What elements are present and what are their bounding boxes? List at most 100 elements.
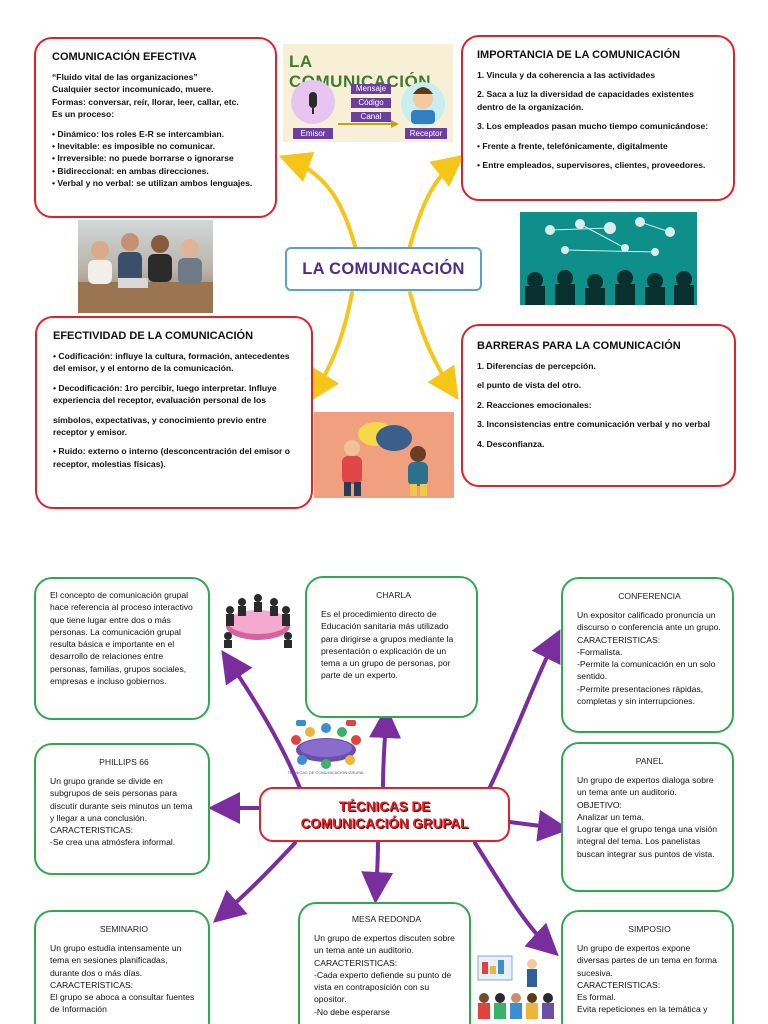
banner-label-receptor: Receptor [409,129,443,138]
charla-title: CHARLA [376,590,411,600]
simposio-line-1: Un grupo de expertos expone diversas par… [577,943,717,978]
concepto-text: El concepto de comunicación grupal hace … [50,590,193,687]
seminario-box: SEMINARIO Un grupo estudia intensamente … [34,910,210,1024]
banner-label-mensaje: Mensaje [355,84,387,93]
conferencia-title: CONFERENCIA [618,591,681,601]
conferencia-line-2: CARACTERISTICAS: [577,634,661,645]
importancia-title: IMPORTANCIA DE LA COMUNICACIÓN [477,49,681,61]
barreras-box: BARRERAS PARA LA COMUNICACIÓN 1. Diferen… [461,324,736,487]
banner-label-emisor: Emisor [300,129,326,138]
mesa-line-1: Un grupo de expertos discuten sobre un t… [314,933,455,956]
banner-label-canal: Canal [360,112,382,121]
seminario-line-2: CARACTERISTICAS: [50,979,134,990]
arrow-to-charla [369,706,402,788]
mesa-line-2: CARACTERISTICAS: [314,957,398,968]
banner-label-codigo: Código [358,98,384,107]
simposio-box: SIMPOSIO Un grupo de expertos expone div… [561,910,734,1024]
efectiva-bullet-1: • Dinámico: los roles E-R se intercambia… [52,128,225,139]
simposio-line-4: Evita repeticiones en la temática y [577,1004,708,1015]
conferencia-line-4: -Permite la comunicación en un solo sent… [577,659,716,682]
importancia-box: IMPORTANCIA DE LA COMUNICACIÓN 1. Vincul… [461,35,735,201]
concepto-box: El concepto de comunicación grupal hace … [34,577,210,720]
simposio-title: SIMPOSIO [628,924,671,934]
arrow-to-simposio [473,841,559,957]
barreras-p1: 1. Diferencias de percepción. [477,361,596,371]
arrow-to-barreras [408,291,459,400]
round-table-image [216,588,300,648]
efectividad-box: EFECTIVIDAD DE LA COMUNICACIÓN • Codific… [35,316,313,509]
grupal-title: TÉCNICAS DE COMUNICACIÓN GRUPAL [259,787,510,842]
mesa-line-4: -No debe esperarse [314,1006,390,1017]
phillips-line-1: Un grupo grande se divide en subgrupos d… [50,776,193,823]
importancia-p4: • Frente a frente, telefónicamente, digi… [477,140,668,151]
grupal-title-line2: COMUNICACIÓN GRUPAL [300,815,469,831]
barreras-p4: 3. Inconsistencias entre comunicación ve… [477,419,711,430]
panel-line-3: Analizar un tema. [577,811,644,822]
panel-line-2: OBJETIVO: [577,799,622,810]
efectiva-bullet-3: • Irreversible: no puede borrarse o igno… [52,153,234,164]
tecnicas-logo-caption: TÉCNICAS DE COMUNICACIÓN GRUPAL [287,770,365,775]
meeting-photo [78,220,213,313]
panel-line-4: Lograr que el grupo tenga una visión int… [577,824,717,859]
mesa-title: MESA REDONDA [351,914,422,924]
phillips-title: PHILLIPS 66 [99,757,149,767]
arrow-to-efectiva [278,152,357,248]
phillips-box: PHILLIPS 66 Un grupo grande se divide en… [34,743,210,875]
network-audience-image [520,212,697,305]
efectiva-bullet-4: • Bidireccional: en ambas direcciones. [52,165,209,176]
phillips-line-2: CARACTERISTICAS: [50,825,134,836]
efectiva-bullet-5: • Verbal y no verbal: se utilizan ambos … [52,178,253,189]
mesa-line-3: -Cada experto defiende su punto de vista… [314,969,452,1005]
efectiva-box: COMUNICACIÓN EFECTIVA “Fluido vital de l… [34,37,277,218]
seminario-line-1: Un grupo estudia intensamente un tema en… [50,943,182,978]
panel-title: PANEL [635,756,664,766]
panel-line-1: Un grupo de expertos dialoga sobre un te… [577,775,714,798]
arrow-to-mesa [361,841,394,904]
efectiva-line-4: Es un proceso: [52,109,115,120]
efectividad-p4: • Ruido: externo o interno (desconcentra… [53,446,290,469]
conferencia-line-1: Un expositor calificado pronuncia un dis… [577,610,721,633]
communication-banner: LA COMUNICACIÓN Mensaje Código Canal Emi… [283,44,453,142]
main-title: LA COMUNICACIÓN [285,247,482,291]
presenter-image [474,952,554,1020]
phillips-line-3: -Se crea una atmósfera informal. [50,837,176,848]
efectiva-bullet-2: • Inevitable: es imposible no comunicar. [52,141,215,152]
seminario-title: SEMINARIO [99,924,149,934]
tecnicas-logo-image: TÉCNICAS DE COMUNICACIÓN GRUPAL [282,718,370,778]
importancia-p1: 1. Vincula y da coherencia a las activid… [477,70,656,80]
conferencia-line-3: -Formalista. [577,646,623,657]
simposio-line-3: Es formal. [577,992,616,1003]
arrow-to-concepto [221,650,302,790]
arrow-to-efectividad [308,291,354,403]
efectiva-line-3: Formas: conversar, reír, llorar, leer, c… [52,96,239,107]
importancia-p5: • Entre empleados, supervisores, cliente… [477,160,706,171]
efectividad-p3: símbolos, expectativas, y conocimiento p… [53,414,267,438]
arrow-to-conferencia [488,629,561,789]
conferencia-line-5: -Permite presentaciones rápidas, complet… [577,683,704,707]
efectiva-title: COMUNICACIÓN EFECTIVA [52,51,197,63]
efectiva-line-2: Cualquier sector incomunicado, muere. [52,84,214,95]
emisor-receptor-illustration [291,80,447,139]
grupal-title-line1: TÉCNICAS DE [338,798,431,814]
barreras-title: BARRERAS PARA LA COMUNICACIÓN [477,340,681,352]
mesa-box: MESA REDONDA Un grupo de expertos discut… [298,902,471,1024]
importancia-p2: 2. Saca a luz la diversidad de capacidad… [477,89,694,112]
charla-text: Es el procedimiento directo de Educación… [321,609,454,681]
efectividad-title: EFECTIVIDAD DE LA COMUNICACIÓN [53,330,254,342]
panel-box: PANEL Un grupo de expertos dialoga sobre… [561,742,734,892]
seminario-line-3: El grupo se aboca a consultar fuentes de… [50,992,195,1015]
efectividad-p1: • Codificación: influye la cultura, form… [53,351,290,374]
barreras-p3: 2. Reacciones emocionales: [477,399,592,410]
simposio-line-2: CARACTERISTICAS: [577,979,661,990]
conversation-illustration [314,412,454,498]
efectiva-line-1: “Fluido vital de las organizaciones” [52,72,198,82]
arrow-to-importancia [408,154,465,248]
arrow-to-panel [508,809,570,842]
charla-box: CHARLA Es el procedimiento directo de Ed… [305,576,478,718]
barreras-p2: el punto de vista del otro. [477,380,582,391]
importancia-p3: 3. Los empleados pasan mucho tiempo comu… [477,121,709,132]
efectividad-p2: • Decodificación: 1ro percibir, luego in… [53,382,277,406]
barreras-p5: 4. Desconfianza. [477,438,545,449]
conferencia-box: CONFERENCIA Un expositor calificado pron… [561,577,734,733]
